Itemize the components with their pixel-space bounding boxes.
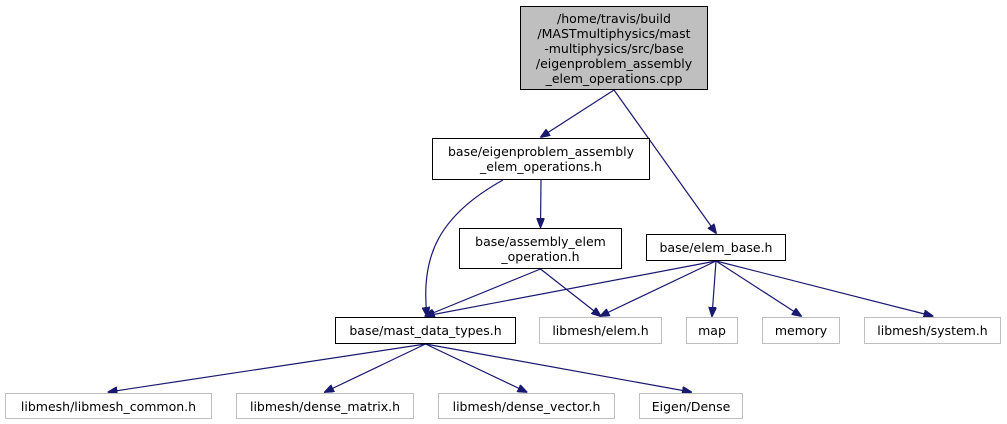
node-libmesh-elem-h[interactable]: libmesh/elem.h [539,317,662,344]
node-elem-base-h[interactable]: base/elem_base.h [646,234,786,261]
edge-eig_h-to-mast_types [426,179,504,316]
node-label-line: -multiphysics/src/base [544,40,684,56]
edge-elem_base-to-lm_elem [601,260,717,316]
edge-layer [109,89,933,392]
node-label-line: /MASTmultiphysics/mast [537,25,691,41]
edge-elem_base-to-map [712,260,716,316]
node-libmesh-system-h[interactable]: libmesh/system.h [864,317,1001,344]
node-label-line: /eigenproblem_assembly [535,55,693,71]
node-label-line: base/assembly_elem [475,233,606,249]
node-eigenproblem-assembly-cpp[interactable]: /home/travis/build /MASTmultiphysics/mas… [520,6,708,90]
node-eigen-dense[interactable]: Eigen/Dense [639,393,743,419]
edge-elem_base-to-lm_system [715,260,933,316]
node-label-line: base/eigenproblem_assembly [447,144,635,159]
node-label-line: libmesh/dense_vector.h [452,398,601,414]
node-label-line: base/elem_base.h [659,240,773,255]
edge-elem_base-to-mast_types [426,260,717,316]
node-label-line: libmesh/elem.h [552,323,649,338]
node-label-line: _elem_operations.cpp [545,70,683,86]
edge-root-to-eig_h [541,89,615,137]
node-label-line: libmesh/system.h [877,323,988,338]
node-label-line: _operation.h [501,248,580,264]
node-assembly-elem-operation-h[interactable]: base/assembly_elem _operation.h [459,228,622,269]
node-memory[interactable]: memory [762,317,840,344]
node-label-line: libmesh/dense_matrix.h [249,398,401,414]
node-label-line: _elem_operations.h [480,159,602,174]
node-eigenproblem-assembly-h[interactable]: base/eigenproblem_assembly _elem_operati… [432,138,650,180]
node-label-line: base/mast_data_types.h [349,323,502,338]
edge-asm_op-to-mast_types [426,268,541,316]
edge-elem_base-to-memory [715,260,801,316]
node-label-line: map [698,323,726,338]
node-label-line: Eigen/Dense [651,398,731,414]
node-map[interactable]: map [686,317,738,344]
node-mast-data-types-h[interactable]: base/mast_data_types.h [335,317,516,344]
node-label-line: libmesh/libmesh_common.h [20,398,197,414]
edge-eig_h-to-asm_op [541,179,542,227]
node-libmesh-common-h[interactable]: libmesh/libmesh_common.h [5,393,212,419]
node-libmesh-dense-vector-h[interactable]: libmesh/dense_vector.h [438,393,615,419]
edge-mast_types-to-lm_common [109,343,426,392]
edge-mast_types-to-dense_vector [425,343,527,392]
edge-mast_types-to-eigen_dense [425,343,692,392]
edge-root-to-elem_base [613,89,716,233]
edge-asm_op-to-lm_elem [540,268,601,316]
edge-mast_types-to-dense_matrix [325,343,426,392]
node-label-line: /home/travis/build [557,10,671,26]
node-label-line: memory [774,323,828,338]
node-libmesh-dense-matrix-h[interactable]: libmesh/dense_matrix.h [236,393,414,419]
